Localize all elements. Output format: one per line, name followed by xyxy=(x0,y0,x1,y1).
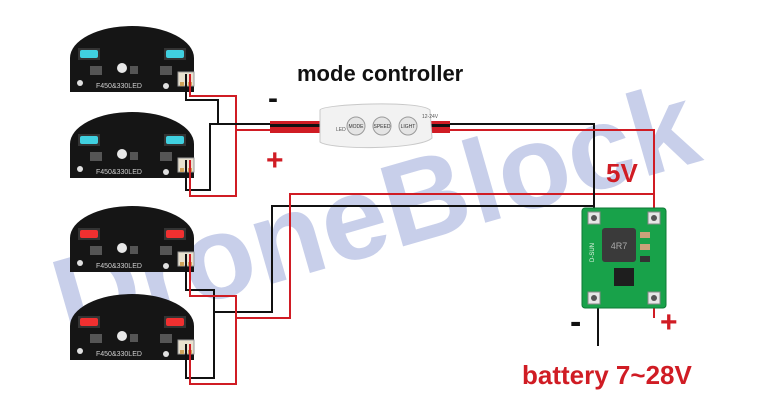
svg-text:F450&330LED: F450&330LED xyxy=(96,83,142,90)
battery-minus-label: - xyxy=(570,303,582,341)
svg-text:F450&330LED: F450&330LED xyxy=(96,263,142,270)
battery-plus-label: + xyxy=(660,306,678,339)
svg-text:LIGHT: LIGHT xyxy=(401,124,416,130)
svg-text:MODE: MODE xyxy=(349,124,365,130)
svg-text:4R7: 4R7 xyxy=(611,241,628,251)
dc-converter: 4R7 D-SUN xyxy=(581,207,667,309)
speed-button xyxy=(372,116,392,136)
svg-text:D-SUN: D-SUN xyxy=(590,243,596,262)
voltage-5v-label: 5V xyxy=(606,158,638,188)
battery-voltage-label: battery 7~28V xyxy=(522,360,692,390)
svg-text:F450&330LED: F450&330LED xyxy=(96,169,142,176)
controller-plus-label: + xyxy=(266,144,284,177)
wires-led-group-top xyxy=(185,74,296,197)
controller-minus-label: - xyxy=(268,82,278,115)
svg-text:LED: LED xyxy=(336,127,346,133)
led-board-1: F450&330LED xyxy=(69,25,195,93)
svg-text:F450&330LED: F450&330LED xyxy=(96,351,142,358)
mode-button xyxy=(346,116,366,136)
svg-text:SPEED: SPEED xyxy=(374,124,391,130)
led-board-4: F450&330LED xyxy=(69,293,195,361)
svg-text:12-24V: 12-24V xyxy=(422,114,439,120)
mode-controller-label: mode controller xyxy=(297,61,464,86)
wires-controller-to-converter xyxy=(440,123,655,218)
led-board-2: F450&330LED xyxy=(69,111,195,179)
led-board-3: F450&330LED xyxy=(69,205,195,273)
light-button xyxy=(398,116,418,136)
mode-controller: MODE SPEED LIGHT LED 12-24V xyxy=(270,103,450,149)
